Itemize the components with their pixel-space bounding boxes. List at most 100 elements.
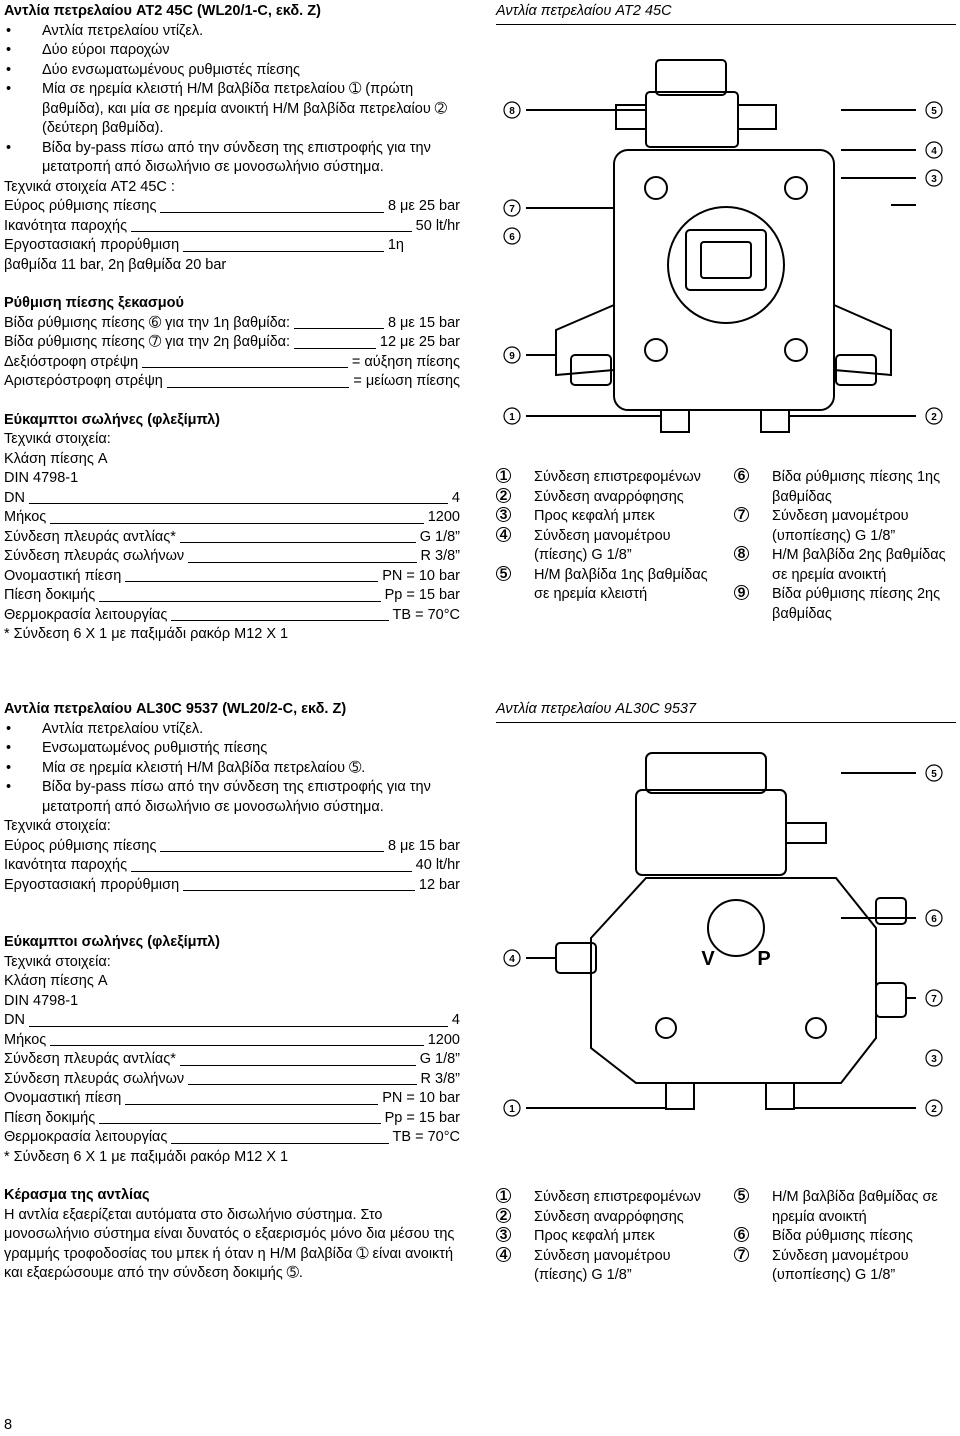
callout-number: 3 — [931, 174, 937, 185]
legend-number: 7 — [734, 1246, 749, 1262]
at2-hoses-note: * Σύνδεση 6 X 1 με παξιμάδι ρακόρ M12 X … — [4, 626, 289, 642]
al30-bullet-list: Αντλία πετρελαίου ντίζελ. Ενσωματωμένος … — [4, 720, 460, 818]
spec-row: Ικανότητα παροχής 50 lt/hr — [4, 217, 460, 237]
al30-bleed-heading: Κέρασμα της αντλίας — [4, 1187, 150, 1203]
callout-circle — [503, 346, 521, 364]
spec-row: Εργοστασιακή προρύθμιση 1η — [4, 236, 404, 256]
legend-number: 1 — [496, 1188, 511, 1203]
callout-number: 2 — [931, 412, 937, 423]
bottom-port-left — [660, 409, 690, 433]
legend-text: Σύνδεση μανομέτρου (πίεσης) G 1/8” — [534, 1247, 671, 1284]
bolt — [784, 338, 808, 362]
right-arm — [833, 304, 892, 377]
legend-number: 3 — [496, 507, 511, 522]
callout-number: 1 — [509, 412, 515, 423]
spec-value: PN = 10 bar — [382, 567, 460, 584]
spec-row: Δεξιόστροφη στρέψη= αύξηση πίεσης — [4, 353, 460, 373]
list-item: Μία σε ηρεμία κλειστή Η/Μ βαλβίδα πετρελ… — [4, 80, 460, 139]
list-item: Ενσωματωμένος ρυθμιστής πίεσης — [4, 739, 460, 759]
spec-label: Εύρος ρύθμισης πίεσης — [4, 837, 157, 854]
bolt — [655, 1017, 677, 1039]
spec-label: Ικανότητα παροχής — [4, 217, 128, 234]
letter-p: P — [757, 948, 770, 970]
solenoid-side-left — [615, 104, 647, 130]
spec-label: Εργοστασιακή προρύθμιση — [4, 237, 180, 253]
at2-bullet-list: Αντλία πετρελαίου ντίζελ. Δύο εύροι παρο… — [4, 22, 460, 178]
callout-circle — [925, 989, 943, 1007]
at2-regulation-rows: Βίδα ρύθμισης πίεσης ➅ για την 1η βαθμίδ… — [4, 314, 460, 392]
bolt — [644, 338, 668, 362]
al30-hoses-note: * Σύνδεση 6 X 1 με παξιμάδι ρακόρ M12 X … — [4, 1148, 289, 1165]
legend-text: Προς κεφαλή μπεκ — [534, 508, 655, 524]
spec-value: 50 lt/hr — [415, 217, 460, 234]
legend-text: Σύνδεση μανομέτρου (υποπίεσης) G 1/8” — [772, 1247, 909, 1284]
callout-number: 1 — [509, 1104, 515, 1115]
spec-value: PN = 10 bar — [382, 1090, 460, 1106]
spec-label: Πίεση δοκιμής — [4, 1109, 96, 1126]
spec-label: Θερμοκρασία λειτουργίας — [4, 1129, 168, 1145]
spec-label: Ονομαστική πίεση — [4, 1090, 122, 1106]
spec-value: 12 bar — [418, 876, 460, 893]
bolt — [784, 176, 808, 200]
legend-number: 2 — [496, 1207, 511, 1223]
spec-value: 12 με 25 bar — [379, 334, 460, 350]
bottom-port-right — [760, 409, 790, 433]
at2-tech-extra: βαθμίδα 11 bar, 2η βαθμίδα 20 bar — [4, 256, 227, 273]
al30-section: Αντλία πετρελαίου AL30C 9537 (WL20/2-C, … — [4, 700, 460, 1284]
legend-number: 7 — [734, 507, 749, 522]
legend-text: Σύνδεση αναρρόφησης — [534, 1208, 684, 1225]
left-port — [570, 354, 612, 386]
legend-text: Βίδα ρύθμισης πίεσης — [772, 1228, 913, 1244]
legend-number: 9 — [734, 585, 749, 600]
callout-circle — [925, 909, 943, 927]
spec-row: Σύνδεση πλευράς αντλίας*G 1/8” — [4, 1050, 460, 1070]
legend-text: Η/Μ βαλβίδα 2ης βαθμίδας σε ηρεμία ανοικ… — [772, 547, 946, 583]
callout-circle — [925, 764, 943, 782]
spec-label: Σύνδεση πλευράς σωλήνων — [4, 548, 185, 564]
spec-label: Ονομαστική πίεση — [4, 567, 122, 584]
callout-number: 9 — [509, 351, 515, 362]
spec-row: DN 4 — [4, 489, 460, 509]
al30-title: Αντλία πετρελαίου AL30C 9537 (WL20/2-C, … — [4, 701, 347, 717]
callout-number: 8 — [509, 106, 515, 117]
pump-cover-ring — [707, 899, 765, 957]
callout-circle — [925, 1049, 943, 1067]
callout-number: 6 — [509, 232, 515, 243]
spec-value: TB = 70°C — [392, 1129, 460, 1145]
pump-main-body — [590, 877, 877, 1084]
spec-value: R 3/8” — [420, 1070, 461, 1087]
at2-hoses-heading: Εύκαμπτοι σωλήνες (φλεξίμπλ) — [4, 411, 220, 428]
al30-figure-title: Αντλία πετρελαίου AL30C 9537 — [496, 700, 956, 723]
bolt — [644, 176, 668, 200]
legend-text: Σύνδεση μανομέτρου (υποπίεσης) G 1/8” — [772, 508, 909, 544]
legend-number: 5 — [734, 1188, 749, 1203]
spec-label: Θερμοκρασία λειτουργίας — [4, 606, 168, 623]
spec-value: 1η — [387, 237, 404, 253]
spec-label: DN — [4, 489, 25, 506]
legend-text: Βίδα ρύθμισης πίεσης 2ης βαθμίδας — [772, 586, 941, 622]
callout-number: 5 — [931, 106, 937, 117]
legend-number: 1 — [496, 468, 511, 483]
valve-plate — [700, 241, 752, 279]
pump-main-body — [613, 149, 835, 411]
callout-circle — [925, 1099, 943, 1117]
solenoid-body — [635, 789, 787, 876]
spec-label: Μήκος — [4, 509, 47, 525]
callout-circle — [503, 949, 521, 967]
solenoid-side-right — [737, 104, 777, 130]
legend-number: 5 — [496, 565, 511, 581]
spec-value: 4 — [451, 489, 460, 506]
list-item: Βίδα by-pass πίσω από την σύνδεση της επ… — [4, 778, 460, 817]
bottom-port-left — [665, 1082, 695, 1110]
hoses-intro-line: Κλάση πίεσης A — [4, 973, 108, 989]
